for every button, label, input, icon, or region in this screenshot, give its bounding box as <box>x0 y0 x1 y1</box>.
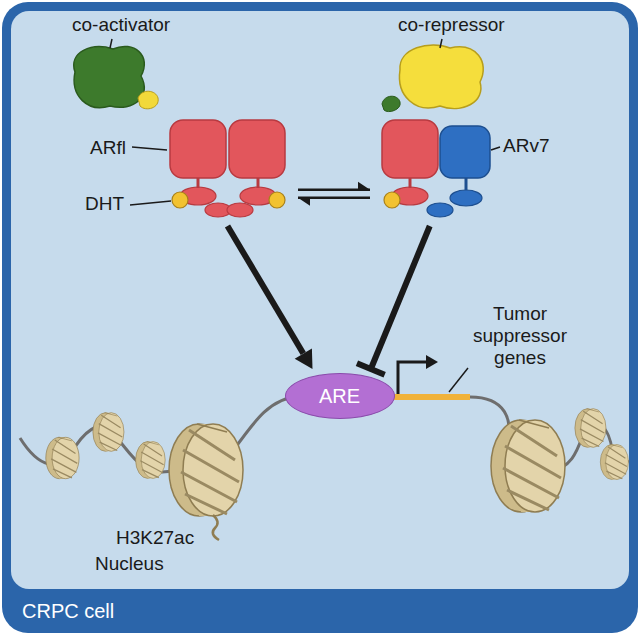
arfl-ligand-domain <box>170 120 226 178</box>
dht-ligand <box>172 192 188 208</box>
text-label: co-repressor <box>398 14 505 36</box>
arfl-complex: ARflDHT <box>165 115 290 220</box>
connector-line <box>228 226 304 354</box>
node-text: CRPC cell <box>22 600 114 622</box>
dht-ligand <box>269 192 285 208</box>
connector-head <box>298 198 310 206</box>
nucleosome <box>46 437 79 478</box>
gene-segment <box>392 394 470 400</box>
nucleosome <box>600 445 628 480</box>
tss-arrow <box>398 362 428 394</box>
leader-line <box>110 39 112 48</box>
connector <box>228 226 313 369</box>
node-text: ARfl <box>90 137 126 159</box>
node-text: ARE <box>319 385 360 407</box>
connector <box>298 182 370 206</box>
leader-line <box>491 147 500 150</box>
small-coactivator <box>382 96 400 111</box>
connector-head <box>358 182 370 190</box>
text-label: Nucleus <box>95 553 164 575</box>
connector-line <box>357 363 385 374</box>
cell-interior <box>11 11 629 589</box>
hinge <box>409 178 412 188</box>
node-text: DHT <box>85 193 124 215</box>
nucleosome <box>575 409 606 448</box>
connector <box>357 226 430 375</box>
leader-line <box>449 368 468 392</box>
coactivator-protein <box>74 46 145 107</box>
node-text: ARv7 <box>503 135 549 157</box>
corepressor-protein <box>399 45 483 109</box>
arv7-domain <box>427 203 453 217</box>
tss-arrowhead <box>426 355 438 369</box>
text-label: H3K27ac <box>116 527 194 549</box>
arv7-dna-domain <box>450 190 482 206</box>
text-label: co-activator <box>72 14 170 36</box>
connector-line <box>371 226 430 369</box>
dht-ligand <box>384 192 400 208</box>
leader-line <box>130 201 171 205</box>
text-label: Tumor suppressor genes <box>462 303 578 369</box>
arfl-ligand-domain <box>229 120 285 178</box>
arfl-ligand-domain <box>382 120 438 178</box>
arv7-complex: ARv7 <box>378 115 493 220</box>
small-corepressor <box>138 91 158 109</box>
nucleosome <box>93 413 124 452</box>
leader-line <box>132 147 167 150</box>
nucleosome <box>136 442 166 479</box>
arfl-domain <box>227 203 253 217</box>
hinge <box>257 178 260 188</box>
histone-tail <box>213 515 219 540</box>
hinge <box>465 178 468 190</box>
nucleosome <box>169 424 243 516</box>
hinge <box>197 178 200 188</box>
are-element: ARE <box>285 373 395 419</box>
arv7-domain <box>440 126 490 178</box>
nucleosome <box>491 420 565 512</box>
connector-head <box>295 348 313 369</box>
leader-line <box>440 39 442 48</box>
